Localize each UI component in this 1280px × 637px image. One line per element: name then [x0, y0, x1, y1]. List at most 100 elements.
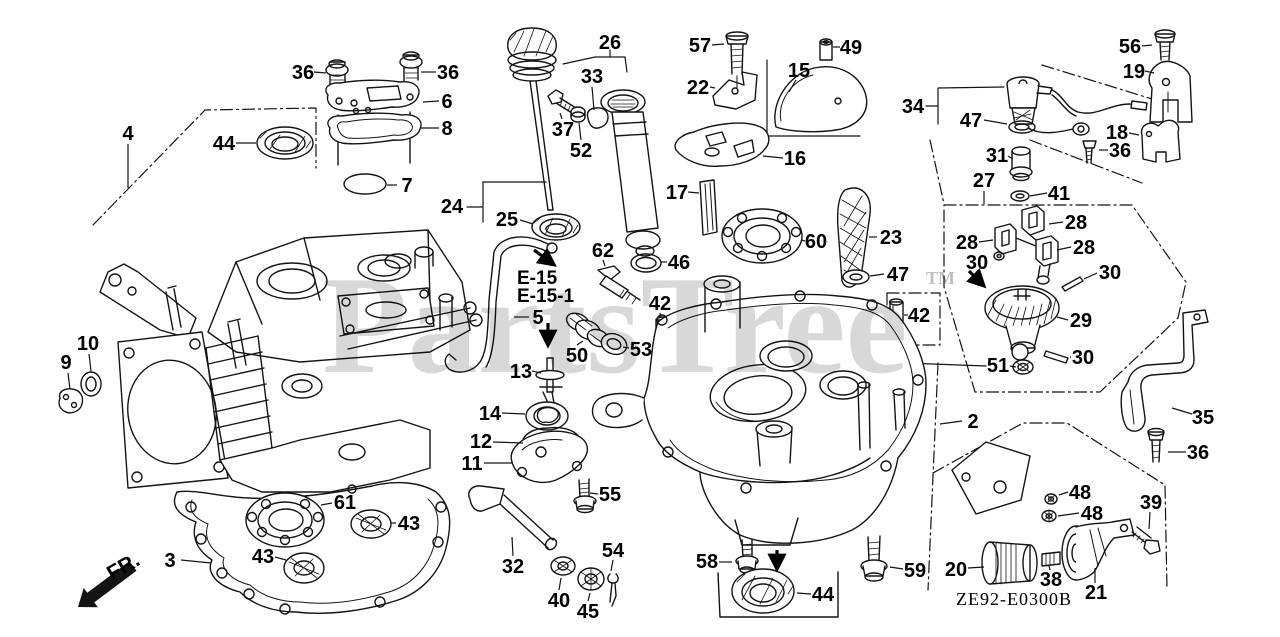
governor-pins-30-drawing — [1043, 276, 1084, 364]
ball-bearing-61-drawing — [245, 492, 325, 548]
bolt-55-drawing — [573, 478, 597, 514]
leader-line-53 — [622, 346, 630, 349]
filter-base-21-drawing — [1061, 518, 1135, 581]
nut-45-drawing — [577, 567, 605, 591]
screw-39-drawing — [1131, 526, 1161, 555]
callout-29: 29 — [1070, 310, 1092, 332]
callout-38: 38 — [1040, 569, 1062, 591]
leader-line-30 — [1083, 272, 1098, 280]
leader-line-38 — [1048, 565, 1051, 571]
callout-36: 36 — [437, 62, 459, 84]
leader-line-48 — [1057, 512, 1080, 517]
callout-13: 13 — [510, 361, 532, 383]
leader-line-28 — [978, 239, 994, 243]
oil-pan-drawing — [591, 275, 1031, 546]
washers-48-drawing — [1041, 493, 1058, 523]
callout-56: 56 — [1119, 36, 1141, 58]
plug-38-drawing — [1041, 551, 1061, 567]
callout-6: 6 — [441, 91, 452, 113]
callout-8: 8 — [441, 118, 452, 140]
svg-text:PartsTree: PartsTree — [322, 248, 908, 403]
callout-53: 53 — [630, 339, 652, 361]
callout-57: 57 — [689, 35, 711, 57]
callout-22: 22 — [687, 77, 709, 99]
callout-33: 33 — [581, 66, 603, 88]
bracket-24-lines — [466, 181, 547, 223]
leader-line-12 — [492, 441, 524, 444]
breather-plate-6-drawing — [325, 51, 423, 166]
leader-line-35 — [1171, 407, 1193, 415]
leader-line-36 — [313, 71, 327, 74]
o-ring-46-drawing — [630, 253, 662, 273]
leader-line-59 — [889, 566, 904, 570]
callout-48: 48 — [1081, 503, 1103, 525]
rubber-18-drawing — [1140, 119, 1181, 163]
leader-line-54 — [610, 559, 614, 572]
leader-line-43 — [274, 556, 287, 561]
bolt-36-lower-right-drawing — [1147, 427, 1165, 463]
callout-50: 50 — [566, 345, 588, 367]
bolt-56-drawing — [1154, 29, 1176, 61]
leader-line-17 — [687, 191, 700, 194]
guide-pipe-32-drawing — [468, 485, 558, 551]
oil-jet-62-drawing — [597, 265, 641, 305]
callout-54: 54 — [602, 540, 625, 562]
case-gasket-drawing — [173, 481, 451, 615]
pump-shaft-13-drawing — [535, 357, 565, 393]
callout-46: 46 — [668, 252, 690, 274]
joint-bolt-37-drawing — [547, 89, 577, 115]
washer-41-drawing — [1010, 190, 1030, 202]
leader-line-42 — [659, 312, 662, 318]
pump-cover-11-drawing — [510, 430, 588, 484]
callout-14: 14 — [479, 403, 502, 425]
fr-direction-arrow: FR. — [78, 548, 144, 608]
governor-gear-29-drawing — [984, 285, 1060, 361]
callout-3: 3 — [164, 550, 175, 572]
leader-line-62 — [602, 259, 606, 267]
callout-37: 37 — [552, 119, 574, 141]
oil-seal-44-top-drawing — [256, 126, 314, 160]
leader-line-33 — [591, 86, 595, 111]
tube-packing-33-drawing — [586, 107, 609, 129]
callout-43: 43 — [252, 546, 274, 568]
callout-39: 39 — [1140, 492, 1162, 514]
callout-60: 60 — [805, 231, 827, 253]
leader-line-50 — [576, 340, 584, 346]
callout-19: 19 — [1123, 61, 1145, 83]
callout-52: 52 — [570, 140, 592, 162]
callout-28: 28 — [1073, 237, 1095, 259]
callout-30: 30 — [966, 252, 988, 274]
callout-12: 12 — [470, 431, 492, 453]
oil-seal-44-bottom-drawing — [717, 568, 839, 618]
callout-28: 28 — [1065, 212, 1087, 234]
governor-holder-pin-31-drawing — [1009, 146, 1033, 182]
cotter-pin-54-drawing — [607, 573, 619, 607]
washer-52-drawing — [570, 106, 586, 123]
callout-18: 18 — [1106, 122, 1128, 144]
leader-line-28 — [1056, 246, 1072, 251]
callout-23: 23 — [880, 227, 902, 249]
leader-line-2 — [939, 420, 963, 425]
callout-30: 30 — [1072, 347, 1094, 369]
leader-line-10 — [88, 353, 92, 372]
leader-line-16 — [762, 155, 784, 159]
pin-49-drawing — [819, 38, 833, 61]
governor-weights-28-drawing — [993, 205, 1059, 285]
callout-31: 31 — [986, 145, 1008, 167]
leader-line-48 — [1058, 491, 1069, 496]
leader-line-29 — [1056, 316, 1069, 321]
callout-59: 59 — [904, 560, 926, 582]
callout-15: 15 — [788, 60, 810, 82]
callout-44: 44 — [213, 133, 236, 155]
bold-arrow-3 — [966, 268, 987, 289]
leader-line-47 — [869, 273, 885, 277]
leader-line-13 — [531, 370, 542, 374]
leader-line-14 — [501, 412, 526, 415]
oil-alert-34-drawing — [925, 76, 1148, 164]
governor-arm-35-drawing — [1120, 309, 1209, 432]
bracket-19-drawing — [1148, 60, 1193, 123]
leader-line-40 — [558, 577, 562, 591]
pump-rotor-14-drawing — [525, 391, 569, 431]
